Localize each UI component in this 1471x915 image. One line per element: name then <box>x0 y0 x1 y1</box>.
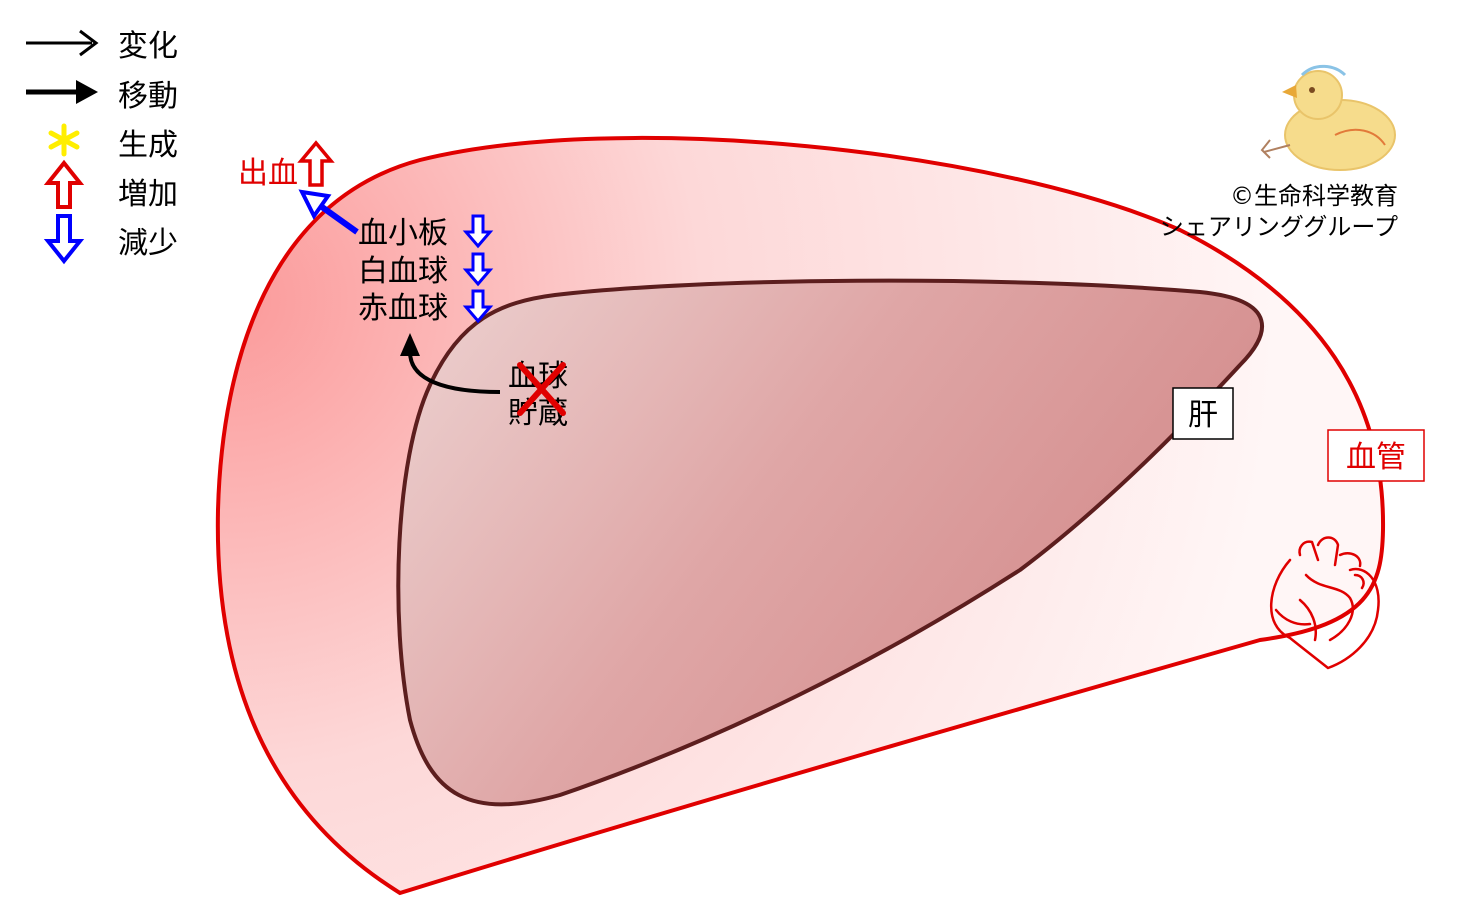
erythrocyte-decrease-icon <box>462 289 494 324</box>
storage-label-line2: 貯蔵 <box>508 396 568 431</box>
asterisk-icon <box>48 123 80 157</box>
leukocyte-label: 白血球 <box>358 254 448 289</box>
hollow-up-arrow-icon <box>43 159 85 209</box>
legend-label-decrease: 減少 <box>118 226 178 261</box>
credit-line2: シェアリンググループ <box>1160 213 1398 241</box>
platelet-label: 血小板 <box>358 216 448 251</box>
bleeding-increase-icon <box>297 140 335 187</box>
heart-icon <box>1269 536 1380 670</box>
bold-arrow-icon <box>26 80 98 104</box>
platelet-decrease-icon <box>462 214 494 249</box>
vessel-label: 血管 <box>1346 440 1406 475</box>
legend-label-increase: 増加 <box>118 177 178 212</box>
legend-label-generate: 生成 <box>118 128 178 163</box>
vessel-label-box: 血管 <box>1327 429 1425 482</box>
legend-label-move: 移動 <box>118 79 178 114</box>
legend: 変化 移動 生成 増加 減少 <box>26 29 178 265</box>
liver-label-box: 肝 <box>1172 387 1234 440</box>
liver-label: 肝 <box>1188 398 1218 433</box>
legend-label-change: 変化 <box>118 29 178 64</box>
blocked-cross-icon <box>517 362 566 416</box>
chick-mascot-icon <box>1260 64 1396 171</box>
liver-shape <box>396 278 1264 807</box>
thin-arrow-icon <box>26 29 99 57</box>
hollow-down-arrow-icon <box>43 214 85 265</box>
movement-to-bleeding-arrow <box>298 189 359 235</box>
leukocyte-decrease-icon <box>462 252 494 287</box>
storage-release-arrow <box>400 333 501 394</box>
bleeding-label: 出血 <box>238 156 298 191</box>
erythrocyte-label: 赤血球 <box>358 291 448 326</box>
credit-line1: ©生命科学教育 <box>1230 182 1398 210</box>
